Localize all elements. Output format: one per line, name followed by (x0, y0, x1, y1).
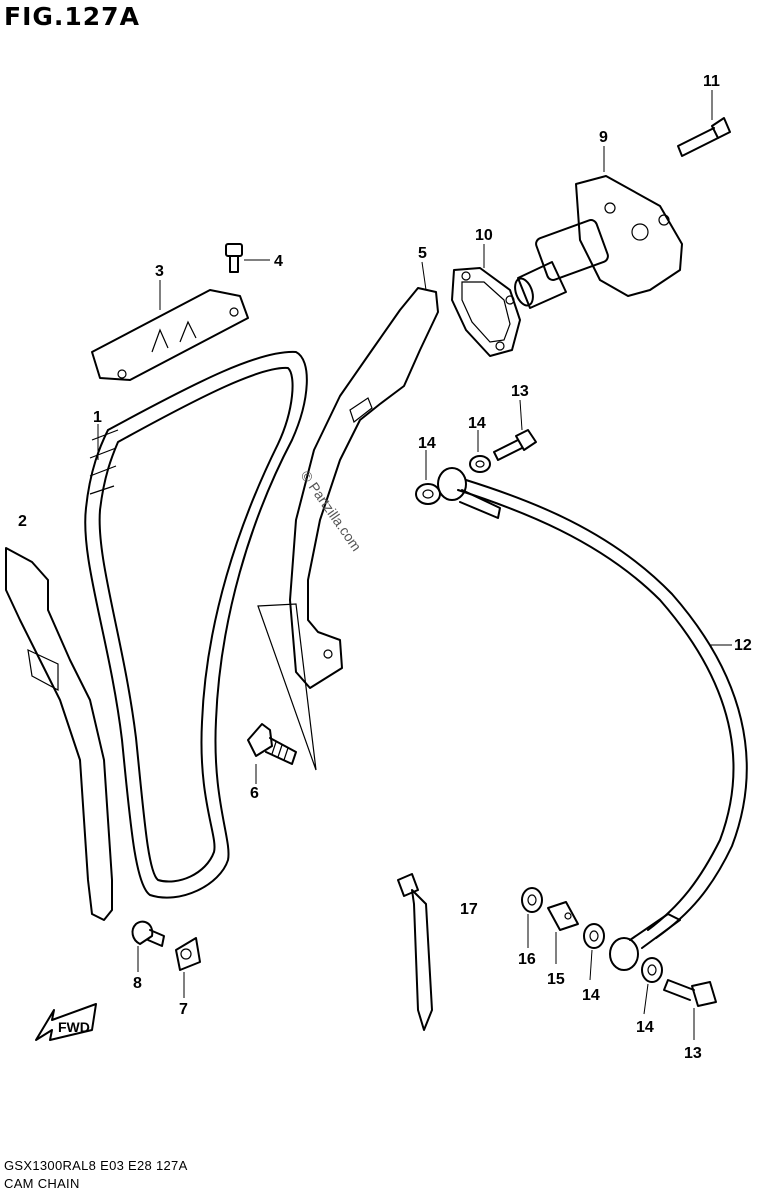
label-part-8: 8 (133, 975, 142, 992)
label-part-14-c: 14 (582, 987, 600, 1004)
label-part-13-upper: 13 (511, 383, 529, 400)
label-part-14-b: 14 (468, 415, 486, 432)
washer-lower-left (583, 923, 605, 949)
label-part-14-a: 14 (418, 435, 436, 452)
figure-code: GSX1300RAL8 E03 E28 127A (4, 1158, 188, 1173)
union-bolt-lower (663, 979, 717, 1007)
part-labels: 1 2 3 4 5 6 7 8 9 10 11 12 13 13 14 14 1… (18, 73, 752, 1062)
label-part-6: 6 (250, 785, 259, 802)
pivot-bolt (247, 723, 297, 765)
fwd-arrow: FWD (35, 1003, 97, 1041)
figure-title: FIG.127A (4, 2, 140, 31)
chain-tensioner (514, 175, 683, 309)
label-part-14-d: 14 (636, 1019, 654, 1036)
label-part-15: 15 (547, 971, 565, 988)
label-part-16: 16 (518, 951, 536, 968)
front-chain-guide (5, 547, 113, 921)
union-bolt-upper (493, 429, 537, 461)
label-part-1: 1 (93, 409, 102, 426)
guide-bolt (225, 243, 243, 273)
chain-guide-plate (91, 289, 249, 381)
label-part-12: 12 (734, 637, 752, 654)
cable-tie (397, 873, 433, 1031)
label-part-7: 7 (179, 1001, 188, 1018)
oil-hose (457, 479, 748, 939)
leader-lines (97, 90, 732, 1040)
section-leader (257, 603, 317, 771)
label-part-3: 3 (155, 263, 164, 280)
label-part-10: 10 (475, 227, 493, 244)
label-part-4: 4 (274, 253, 283, 270)
washer-upper-left (415, 483, 441, 505)
plate-washer (175, 937, 201, 971)
label-part-11: 11 (703, 73, 720, 90)
washer-upper-right (469, 455, 491, 473)
tensioner-gasket (451, 267, 521, 357)
tensioner-bolt (677, 117, 731, 157)
label-part-5: 5 (418, 245, 427, 262)
hose-union-upper (437, 467, 501, 519)
plug-bolt (547, 901, 579, 931)
fwd-label: FWD (58, 1019, 90, 1035)
label-part-2: 2 (18, 513, 27, 530)
washer-lower-right (641, 957, 663, 983)
cam-chain (84, 350, 308, 899)
label-part-9: 9 (599, 129, 608, 146)
figure-caption: CAM CHAIN (4, 1176, 80, 1191)
small-bolt (131, 920, 165, 947)
plug-washer (521, 887, 543, 913)
watermark: © Partzilla.com (298, 468, 365, 554)
hose-union-lower (609, 913, 681, 971)
tensioner-guide (289, 287, 439, 689)
label-part-13-lower: 13 (684, 1045, 702, 1062)
label-part-17: 17 (460, 901, 478, 918)
